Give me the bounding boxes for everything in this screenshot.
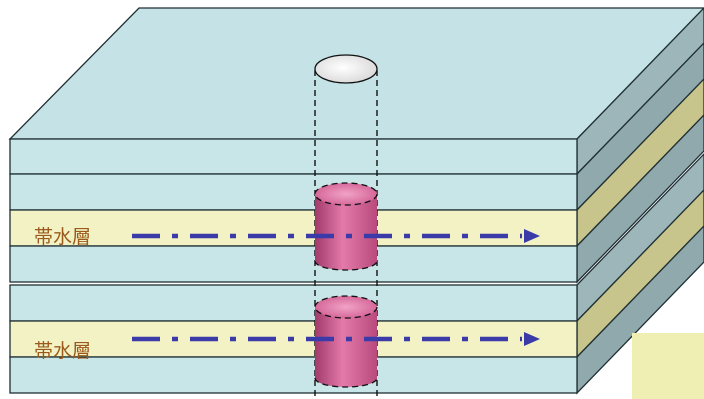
aquitard-layer-4 [9, 245, 578, 283]
aquitard-layer-5 [9, 284, 578, 322]
aquifer-layer-upper [9, 209, 578, 247]
inset-box [632, 333, 704, 399]
flow-arrow-upper [132, 229, 540, 243]
well-screen-lower [314, 295, 378, 388]
flow-arrow-lower [132, 332, 540, 346]
well-screen-upper [314, 182, 378, 271]
aquifer-label-lower: 帯水層 [34, 340, 91, 362]
aquitard-layer-7 [9, 356, 578, 394]
block-side-faces [576, 7, 704, 395]
aquitard-layer-1 [9, 138, 578, 175]
block-front-layers [9, 138, 578, 394]
well-bore-opening [314, 54, 378, 84]
aquitard-layer-2 [9, 173, 578, 211]
aquifer-label-upper: 帯水層 [34, 226, 91, 248]
